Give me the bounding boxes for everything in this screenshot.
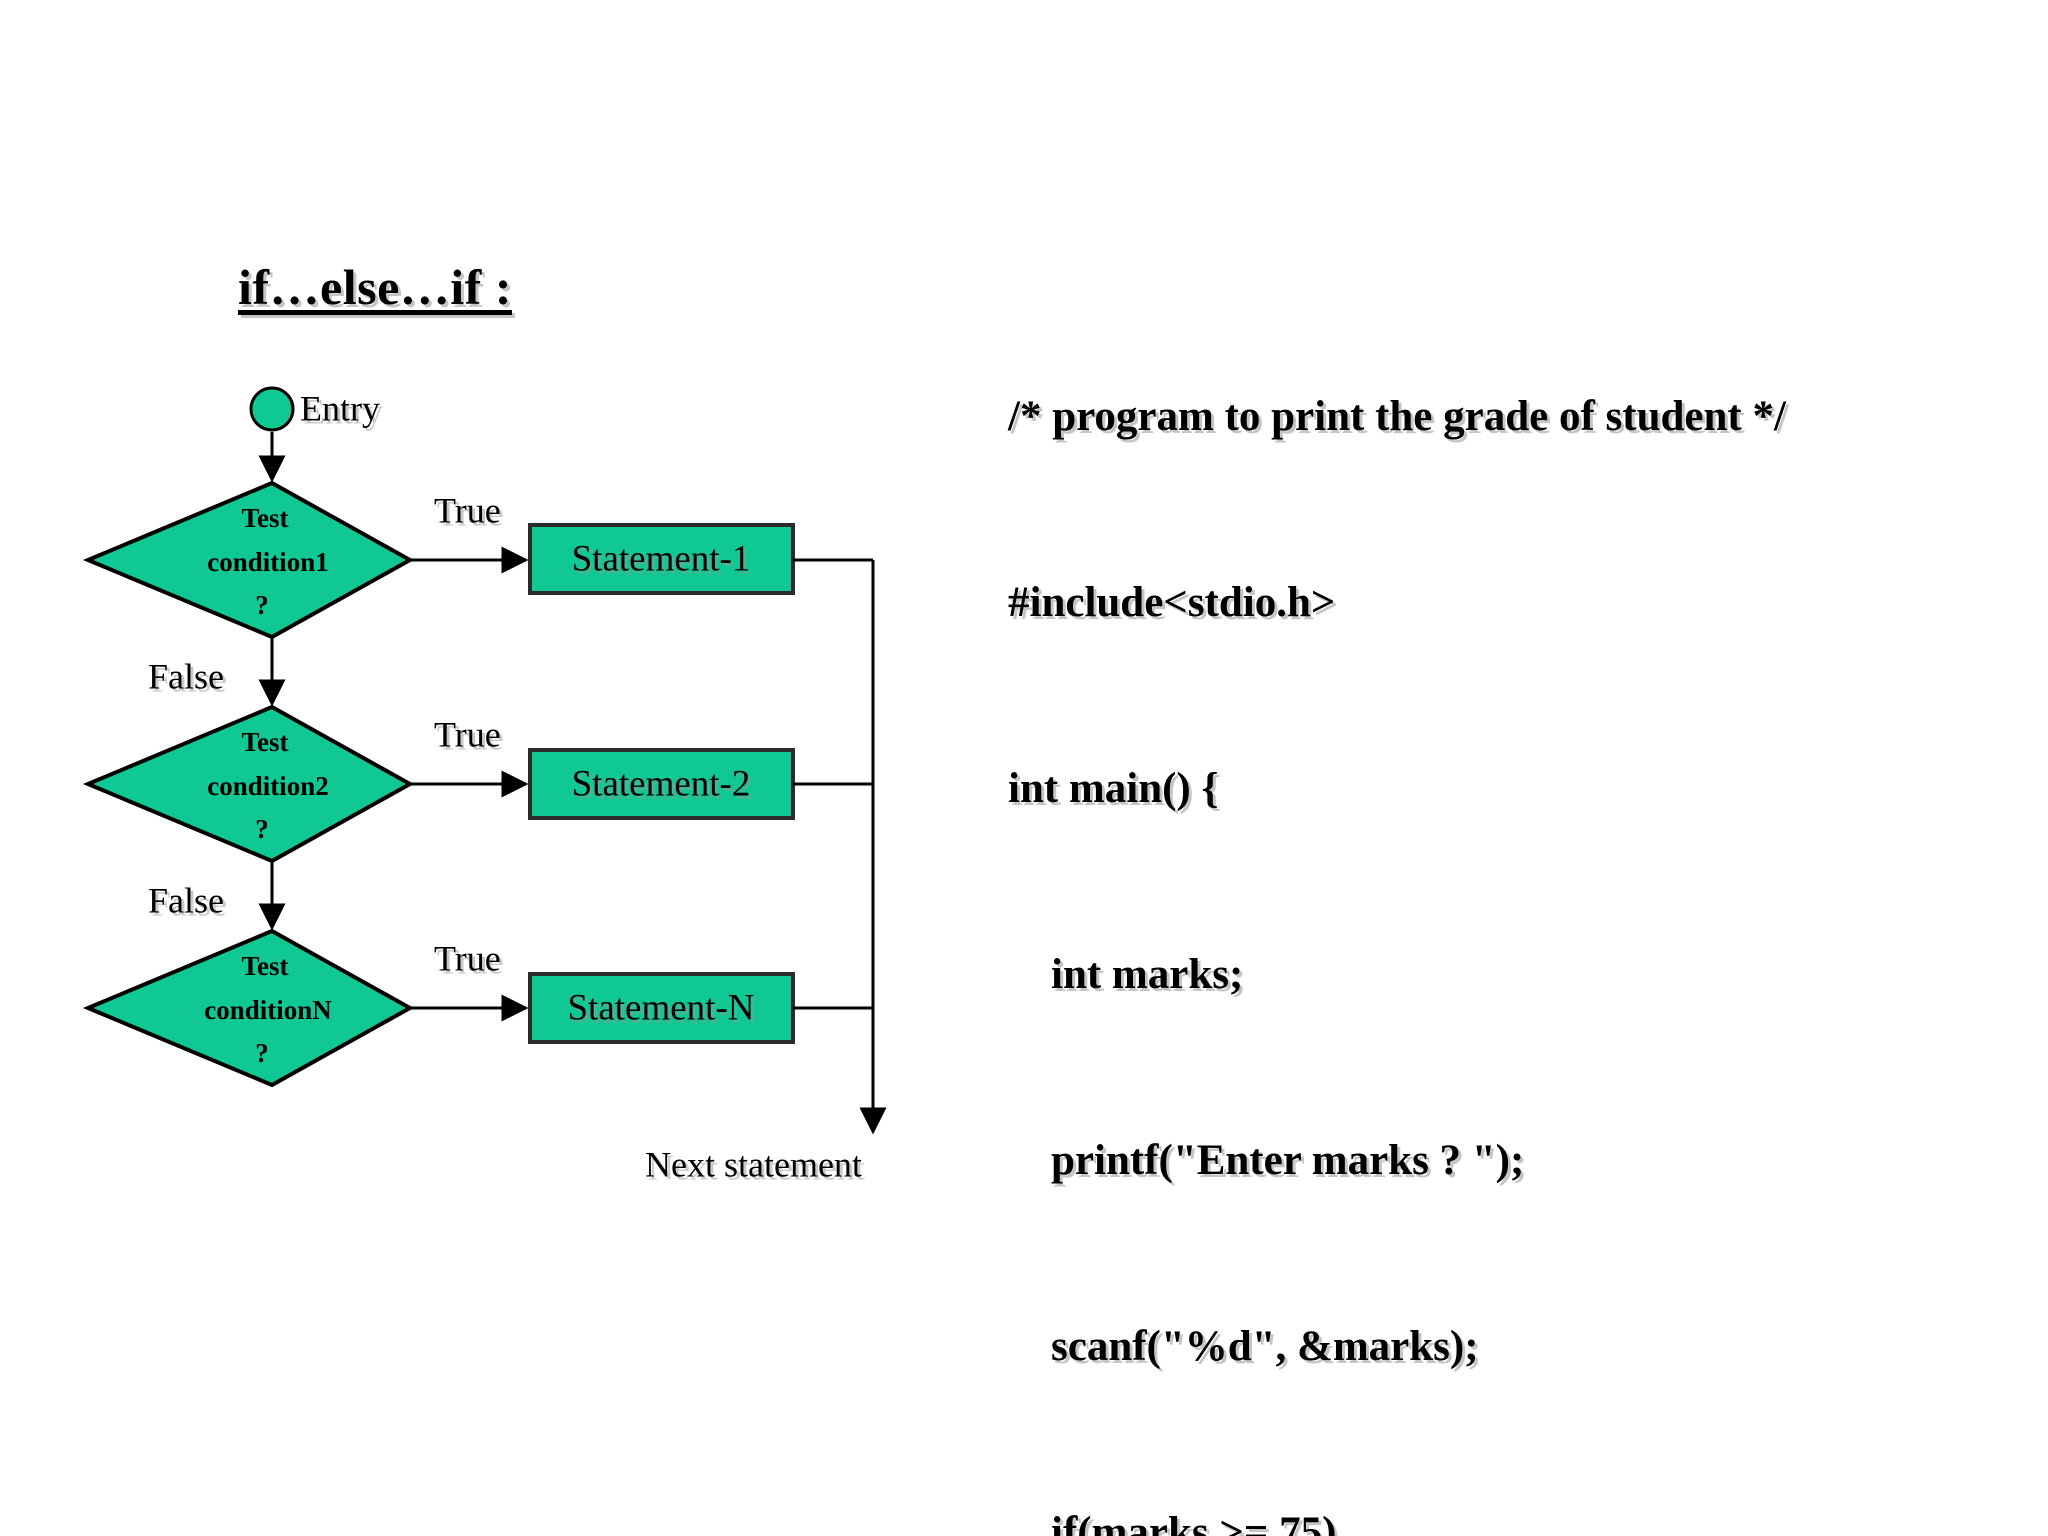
statement-box-2 (528, 748, 795, 820)
flowchart-diagram: Entry Test condition1 ? True False State… (82, 386, 887, 1184)
edge-label-false-2: False (148, 880, 224, 920)
entry-node (249, 386, 295, 432)
statement-box-1 (528, 523, 795, 595)
edge-label-true-2: True (434, 714, 501, 754)
decision-3-line2: conditionN (204, 995, 332, 1025)
code-line-5: printf("Enter marks ? "); (1008, 1137, 1525, 1184)
decision-2-line2: condition2 (207, 771, 329, 801)
code-line-3: int main() { (1008, 765, 1219, 812)
edge-label-false-1: False (148, 656, 224, 696)
code-line-2: #include<stdio.h> (1008, 579, 1336, 626)
decision-1-line2: condition1 (207, 547, 329, 577)
code-line-1: /* program to print the grade of student… (1008, 393, 1786, 440)
decision-3-line1: Test (241, 951, 288, 981)
decision-3-line3: ? (255, 1038, 269, 1068)
decision-2-line3: ? (255, 814, 269, 844)
statement-n-label: Statement-N (567, 987, 754, 1028)
statement-box-n (528, 972, 795, 1044)
edge-label-true-1: True (434, 490, 501, 530)
decision-node-3 (82, 928, 415, 1088)
code-listing: /* program to print the grade of student… (1008, 262, 1998, 1536)
decision-2-line1: Test (241, 727, 288, 757)
exit-label: Next statement (645, 1144, 862, 1184)
edge-label-true-3: True (434, 938, 501, 978)
code-line-7: if(marks >= 75) (1008, 1509, 1337, 1536)
decision-1-line3: ? (255, 590, 269, 620)
code-line-4: int marks; (1008, 951, 1244, 998)
page-title: if…else…if : (238, 259, 512, 315)
statement-2-label: Statement-2 (572, 763, 751, 804)
decision-1-line1: Test (241, 503, 288, 533)
statement-1-label: Statement-1 (572, 538, 751, 579)
entry-label: Entry (300, 388, 380, 428)
code-line-6: scanf("%d", &marks); (1008, 1323, 1479, 1370)
